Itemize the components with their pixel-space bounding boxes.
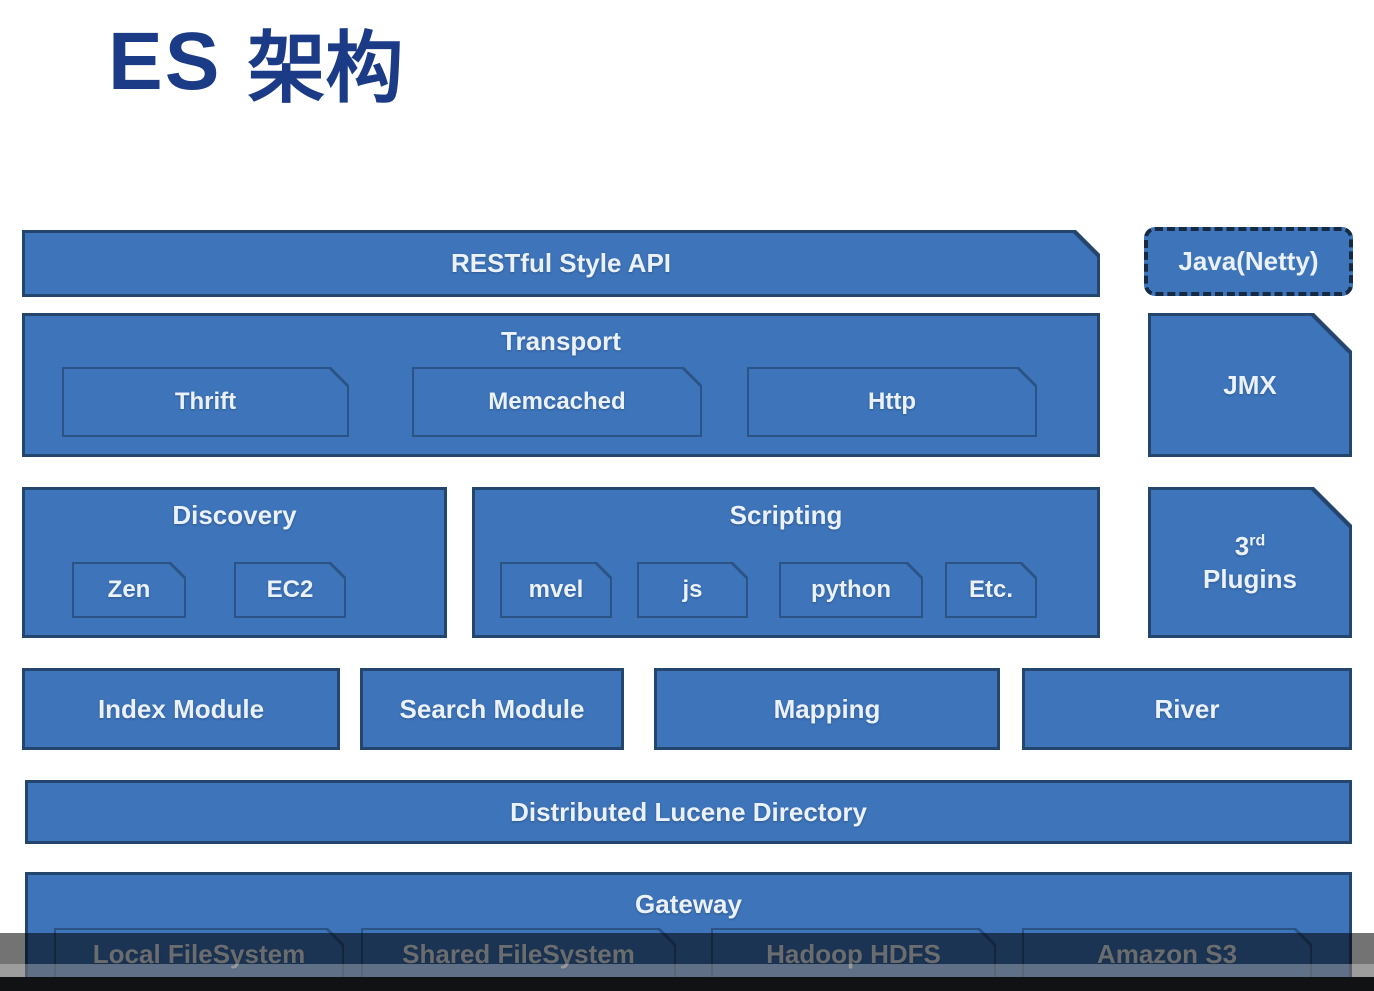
thrift-label: Thrift: [174, 388, 237, 415]
jmx-label: JMX: [1223, 369, 1277, 400]
plugins-ordinal: 3rd: [1234, 531, 1266, 561]
ec2-label: EC2: [266, 576, 314, 603]
thrift-box: Thrift: [62, 367, 349, 437]
memcached-box-fill: [414, 369, 700, 435]
java-netty-label: Java(Netty): [1178, 246, 1319, 276]
title-zh: 架构: [247, 23, 404, 114]
restful-api-label: RESTful Style API: [450, 248, 672, 278]
mapping-box: Mapping: [654, 668, 1000, 750]
ec2-box: EC2: [234, 562, 346, 618]
lucene-directory-box: Distributed Lucene Directory: [25, 780, 1352, 844]
third-party-plugins-box-fill: [1151, 490, 1349, 635]
gateway-label: Gateway: [635, 889, 742, 919]
python-box-fill: [781, 564, 921, 616]
scripting-label: Scripting: [729, 500, 843, 530]
lucene-directory-label: Distributed Lucene Directory: [510, 796, 867, 827]
transport-label: Transport: [501, 326, 621, 356]
plugins-word: Plugins: [1203, 563, 1297, 594]
zen-box-fill: [74, 564, 184, 616]
player-bottom-bar: [0, 977, 1374, 991]
index-module-label: Index Module: [97, 693, 265, 724]
third-party-plugins-box: 3rd Plugins: [1148, 487, 1352, 638]
search-module-label: Search Module: [399, 693, 585, 724]
title-es: ES: [108, 16, 222, 107]
mvel-box: mvel: [500, 562, 612, 618]
http-label: Http: [868, 388, 916, 415]
zen-label: Zen: [107, 576, 151, 603]
search-module-box: Search Module: [360, 668, 624, 750]
river-box: River: [1022, 668, 1352, 750]
etc-box: Etc.: [945, 562, 1037, 618]
ec2-box-fill: [236, 564, 344, 616]
mvel-box-fill: [502, 564, 610, 616]
zen-box: Zen: [72, 562, 186, 618]
discovery-label: Discovery: [172, 500, 297, 530]
index-module-box: Index Module: [22, 668, 340, 750]
js-box-fill: [639, 564, 746, 616]
page-title: ES 架构: [108, 12, 403, 114]
etc-box-fill: [947, 564, 1035, 616]
http-box-fill: [749, 369, 1035, 435]
js-label: js: [682, 576, 703, 603]
river-label: River: [1154, 693, 1220, 724]
memcached-box: Memcached: [412, 367, 702, 437]
restful-api-box-fill: [25, 233, 1097, 294]
mapping-label: Mapping: [773, 693, 881, 724]
jmx-box-fill: [1151, 316, 1349, 454]
python-box: python: [779, 562, 923, 618]
python-label: python: [811, 576, 891, 603]
video-dim-overlay: [0, 933, 1374, 977]
mvel-label: mvel: [528, 576, 584, 603]
thrift-box-fill: [64, 369, 347, 435]
video-progress-bar[interactable]: [0, 964, 1374, 977]
etc-label: Etc.: [968, 576, 1013, 603]
java-netty-box: Java(Netty): [1144, 227, 1353, 296]
js-box: js: [637, 562, 748, 618]
memcached-label: Memcached: [488, 388, 626, 415]
third-party-plugins-label: 3rd Plugins: [1148, 487, 1352, 638]
restful-api-box: RESTful Style API: [22, 230, 1100, 297]
jmx-box: JMX: [1148, 313, 1352, 457]
http-box: Http: [747, 367, 1037, 437]
